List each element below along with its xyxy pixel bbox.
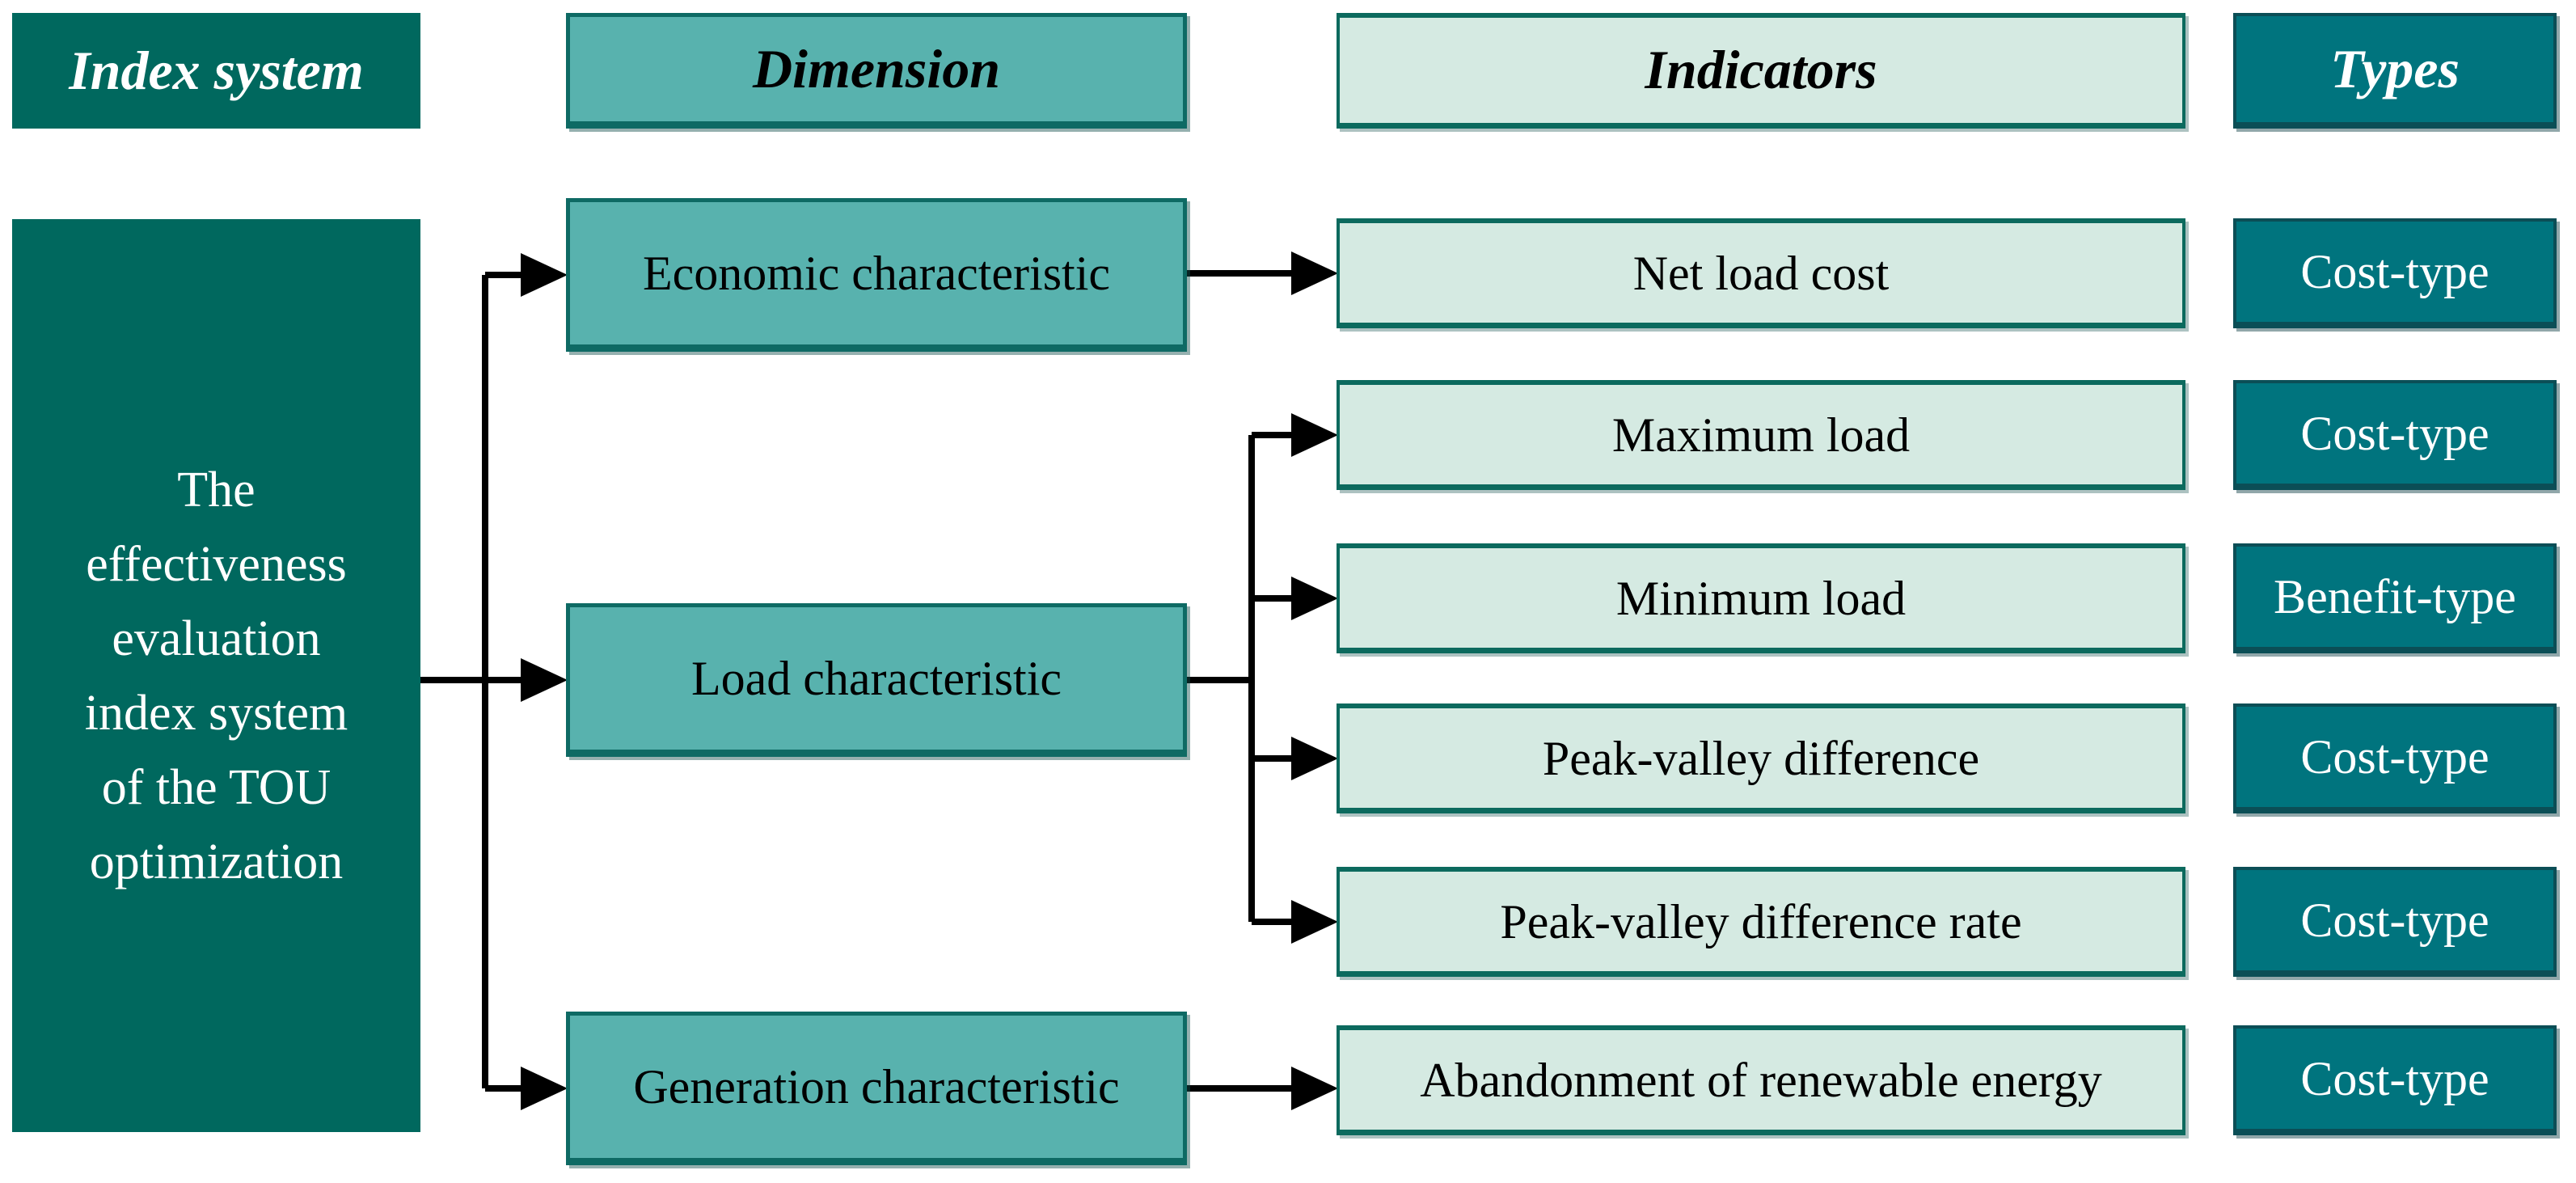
type-box-net-load-cost: Cost-type bbox=[2233, 218, 2557, 328]
branch-load-to-indicators bbox=[1187, 413, 1338, 944]
indicator-box-abandonment-renewable: Abandonment of renewable energy bbox=[1337, 1025, 2185, 1135]
index-system-box: The effectiveness evaluation index syste… bbox=[12, 219, 420, 1132]
arrow-generation-to-abandonment bbox=[1187, 1067, 1338, 1110]
header-indicators: Indicators bbox=[1337, 13, 2185, 129]
type-box-minimum-load: Benefit-type bbox=[2233, 543, 2557, 653]
dimension-box-generation: Generation characteristic bbox=[566, 1012, 1187, 1165]
type-box-abandonment-renewable: Cost-type bbox=[2233, 1025, 2557, 1135]
type-box-peak-valley-difference-rate: Cost-type bbox=[2233, 867, 2557, 977]
indicator-box-net-load-cost: Net load cost bbox=[1337, 218, 2185, 328]
indicator-box-peak-valley-difference: Peak-valley difference bbox=[1337, 703, 2185, 813]
arrow-economic-to-net-load-cost bbox=[1187, 251, 1338, 295]
indicator-box-minimum-load: Minimum load bbox=[1337, 543, 2185, 653]
dimension-box-load: Load characteristic bbox=[566, 603, 1187, 757]
header-index-system: Index system bbox=[12, 13, 420, 129]
indicator-box-peak-valley-difference-rate: Peak-valley difference rate bbox=[1337, 867, 2185, 977]
dimension-box-economic: Economic characteristic bbox=[566, 198, 1187, 352]
header-dimension: Dimension bbox=[566, 13, 1187, 129]
branch-index-to-dimensions bbox=[419, 253, 568, 1110]
header-types: Types bbox=[2233, 13, 2557, 129]
type-box-maximum-load: Cost-type bbox=[2233, 380, 2557, 490]
type-box-peak-valley-difference: Cost-type bbox=[2233, 703, 2557, 813]
indicator-box-maximum-load: Maximum load bbox=[1337, 380, 2185, 490]
